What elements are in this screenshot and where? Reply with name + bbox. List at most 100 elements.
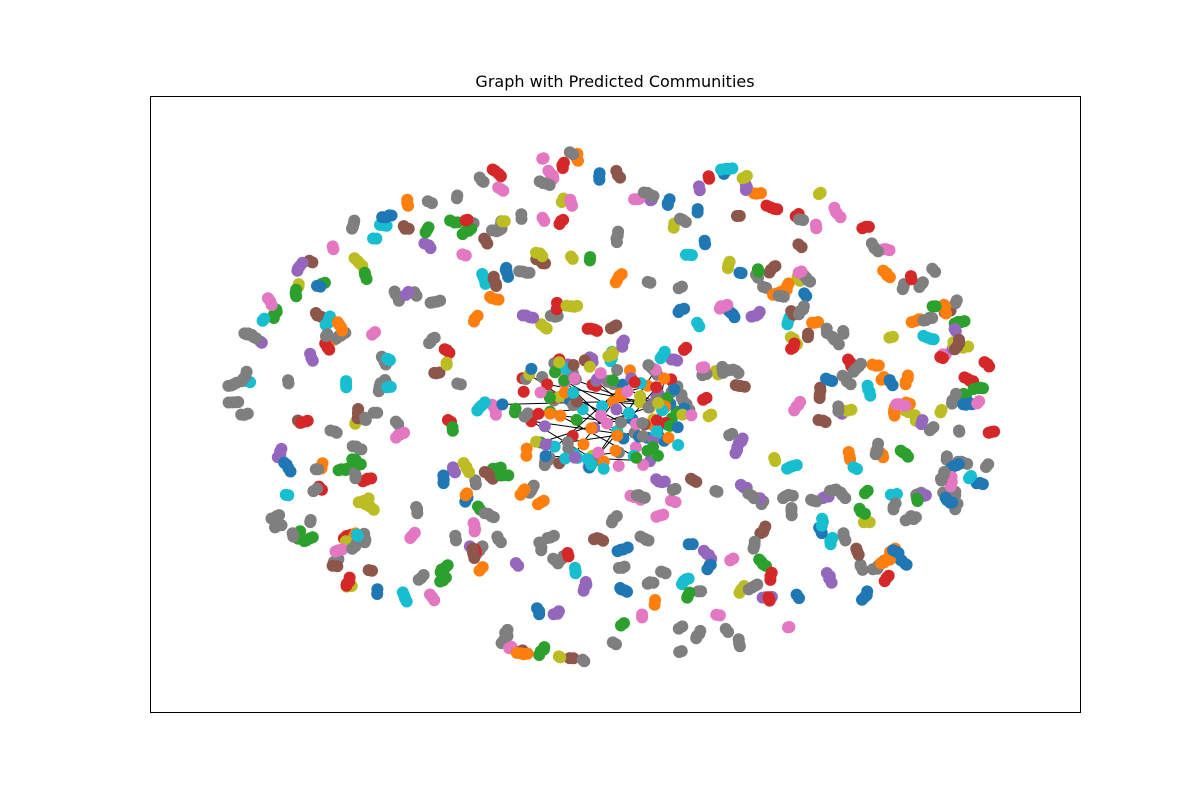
graph-node: [636, 417, 649, 430]
community-cluster: [681, 586, 696, 604]
graph-node: [618, 560, 631, 573]
graph-node: [466, 542, 479, 555]
community-cluster: [611, 541, 634, 558]
community-cluster: [781, 459, 803, 475]
graph-node: [788, 404, 801, 417]
graph-node: [647, 441, 659, 453]
graph-node: [875, 557, 887, 570]
graph-node: [438, 343, 451, 356]
graph-node: [547, 608, 560, 621]
community-cluster: [610, 225, 625, 249]
community-cluster: [661, 193, 676, 211]
graph-node: [946, 496, 959, 509]
graph-node: [262, 292, 274, 305]
graph-node: [727, 552, 740, 565]
community-cluster: [754, 520, 772, 540]
graph-node: [568, 451, 581, 464]
community-cluster: [459, 487, 473, 502]
community-cluster: [890, 398, 912, 412]
community-cluster: [256, 312, 271, 327]
graph-node: [437, 477, 450, 490]
graph-node: [535, 318, 548, 331]
community-cluster: [672, 280, 688, 295]
community-cluster: [702, 170, 716, 185]
graph-node: [428, 594, 441, 607]
community-cluster: [865, 237, 885, 258]
graph-node: [739, 184, 752, 196]
community-cluster: [655, 565, 672, 580]
graph-node: [456, 228, 469, 241]
community-cluster: [468, 309, 484, 328]
graph-node: [500, 261, 513, 274]
graph-node: [554, 651, 567, 664]
community-cluster: [376, 209, 398, 224]
graph-node: [384, 380, 397, 393]
graph-node: [607, 346, 620, 359]
graph-node: [722, 626, 735, 638]
graph-node: [476, 561, 489, 574]
community-cluster: [899, 510, 918, 527]
graph-node: [612, 225, 625, 238]
graph-node: [567, 386, 580, 399]
graph-node: [304, 516, 317, 529]
community-cluster: [934, 404, 948, 419]
graph-node: [616, 340, 629, 353]
community-cluster: [515, 208, 528, 225]
graph-node: [731, 210, 743, 222]
graph-node: [926, 262, 939, 275]
community-cluster: [604, 319, 623, 335]
graph-node: [806, 316, 819, 329]
graph-node: [628, 193, 641, 206]
community-cluster: [904, 270, 918, 286]
graph-node: [940, 307, 952, 320]
community-cluster: [764, 566, 778, 586]
graph-node: [425, 197, 438, 210]
graph-node: [428, 366, 441, 379]
graph-node: [790, 459, 803, 472]
graph-node: [769, 260, 782, 273]
graph-node: [735, 267, 748, 280]
graph-node: [235, 408, 248, 421]
graph-node: [258, 312, 271, 325]
graph-node: [561, 547, 574, 559]
graph-node: [284, 465, 297, 478]
community-cluster: [793, 213, 810, 226]
community-cluster: [702, 408, 718, 423]
graph-node: [852, 548, 865, 561]
community-cluster: [944, 458, 965, 475]
graph-node: [847, 461, 860, 474]
graph-node: [693, 184, 706, 197]
community-cluster: [404, 526, 421, 544]
graph-node: [615, 416, 628, 429]
graph-node: [604, 322, 617, 335]
community-cluster: [856, 585, 874, 606]
community-cluster: [695, 361, 711, 374]
graph-node: [594, 367, 607, 380]
graph-node: [351, 530, 364, 542]
community-cluster: [926, 300, 942, 313]
community-cluster: [242, 327, 263, 345]
community-cluster: [331, 316, 349, 337]
graph-node: [926, 300, 939, 313]
graph-node: [703, 172, 716, 185]
community-cluster: [419, 221, 435, 239]
community-cluster: [847, 461, 863, 475]
graph-node: [484, 290, 497, 303]
graph-node: [490, 280, 503, 292]
graph-node: [785, 509, 798, 522]
graph-node: [404, 532, 417, 544]
community-cluster: [709, 485, 724, 498]
graph-node: [543, 391, 556, 404]
graph-node: [240, 365, 253, 378]
graph-node: [657, 508, 670, 521]
community-cluster: [949, 294, 963, 310]
graph-node: [927, 333, 940, 346]
community-cluster: [883, 330, 899, 344]
community-cluster: [499, 261, 515, 283]
community-cluster: [428, 366, 446, 380]
graph-node: [559, 452, 572, 465]
graph-node: [367, 503, 380, 516]
community-cluster: [826, 330, 845, 351]
community-cluster: [853, 502, 871, 520]
graph-node: [327, 243, 340, 256]
